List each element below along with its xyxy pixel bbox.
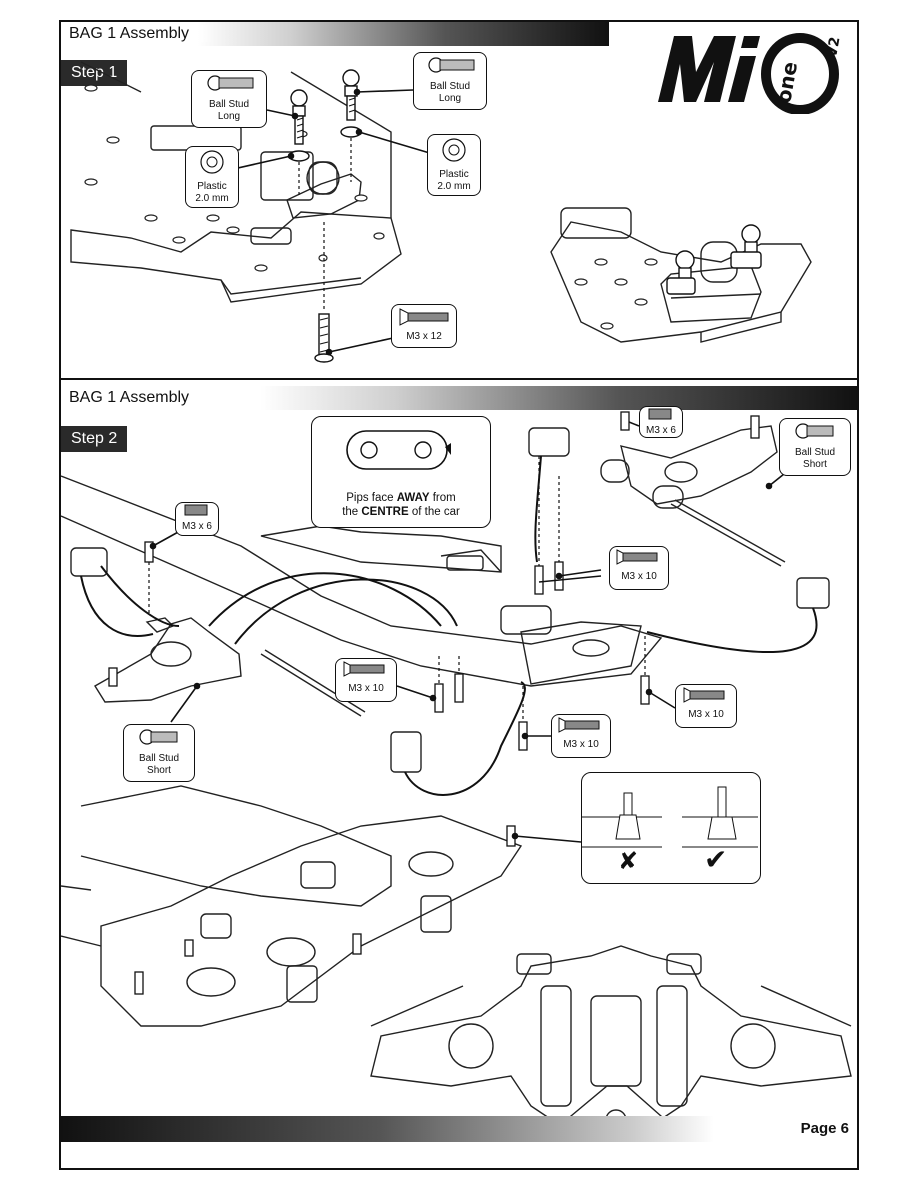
plastic-spacer-callout: Plastic 2.0 mm xyxy=(427,134,481,196)
callout-line: Short xyxy=(147,765,171,776)
callout-line: M3 x 10 xyxy=(688,709,724,720)
ball-stud-icon xyxy=(428,57,475,73)
screw-icon xyxy=(343,661,385,677)
screw-m3x10-callout: M3 x 10 xyxy=(551,714,611,758)
footer-bar xyxy=(61,1116,857,1142)
callout-line: Long xyxy=(217,111,241,122)
ball-stud-icon xyxy=(207,75,254,91)
right-check-icon: ✔ xyxy=(704,843,728,876)
note-text: of the car xyxy=(408,506,460,518)
callout-line: M3 x 10 xyxy=(563,739,599,750)
screw-icon xyxy=(399,308,449,326)
ball-stud-short-callout: Ball Stud Short xyxy=(779,418,851,476)
section-header: BAG 1 Assembly xyxy=(61,386,857,410)
page-number: Page 6 xyxy=(800,1120,849,1137)
ball-stud-long-callout: Ball Stud Long xyxy=(413,52,487,110)
note-bold: AWAY xyxy=(396,492,430,504)
callout-line: Ball Stud xyxy=(138,753,180,764)
screw-icon xyxy=(648,408,672,420)
step1-diagram xyxy=(70,61,812,363)
callout-line: Plastic xyxy=(439,169,469,180)
screw-m3x10-callout: M3 x 10 xyxy=(675,684,737,728)
step2-diagram xyxy=(61,411,852,1139)
callout-line: M3 x 12 xyxy=(406,331,442,342)
plastic-spacer-callout: Plastic 2.0 mm xyxy=(185,146,239,208)
ball-stud-icon xyxy=(139,729,178,745)
ball-stud-short-callout: Ball Stud Short xyxy=(123,724,195,782)
spacer-icon xyxy=(200,150,224,174)
step-label: Step 2 xyxy=(61,426,128,452)
screw-icon xyxy=(558,717,600,733)
section-divider xyxy=(59,378,859,380)
mi-one-logo: one V2 xyxy=(658,33,844,114)
step-label: Step 1 xyxy=(61,60,128,86)
section-header-text: BAG 1 Assembly xyxy=(69,25,214,42)
screw-icon xyxy=(683,687,725,703)
step1-section: BAG 1 Assembly Step 1 xyxy=(61,22,857,378)
step2-section: BAG 1 Assembly Step 2 xyxy=(61,386,857,1142)
callout-line: Ball Stud xyxy=(794,447,836,458)
screw-m3x12-callout: M3 x 12 xyxy=(391,304,457,348)
note-text: the xyxy=(342,506,362,518)
section-header: BAG 1 Assembly xyxy=(61,22,609,46)
section-header-text: BAG 1 Assembly xyxy=(69,389,214,406)
pips-note-callout: Pips face AWAY from the CENTRE of the ca… xyxy=(311,416,491,528)
callout-line: 2.0 mm xyxy=(195,193,229,204)
screw-icon xyxy=(184,504,208,516)
callout-line: Short xyxy=(803,459,827,470)
screw-m3x10-callout: M3 x 10 xyxy=(609,546,669,590)
screw-m3x6-callout: M3 x 6 xyxy=(175,502,219,536)
callout-line: 2.0 mm xyxy=(437,181,471,192)
stud-orientation-detail: ✘ ✔ xyxy=(581,772,761,884)
callout-line: M3 x 6 xyxy=(645,425,676,436)
mount-block-icon xyxy=(346,430,451,470)
logo-version-text: V2 xyxy=(824,36,843,59)
pips-note-text: Pips face AWAY from the CENTRE of the ca… xyxy=(312,491,490,519)
stud-orientation-drawing xyxy=(582,786,758,848)
spacer-icon xyxy=(442,138,466,162)
ball-stud-icon xyxy=(795,423,834,439)
note-bold: CENTRE xyxy=(361,506,409,518)
callout-line: Plastic xyxy=(197,181,227,192)
note-text: from xyxy=(429,492,456,504)
callout-line: Ball Stud xyxy=(208,99,250,110)
callout-line: M3 x 10 xyxy=(348,683,384,694)
screw-m3x10-callout: M3 x 10 xyxy=(335,658,397,702)
screw-m3x6-callout: M3 x 6 xyxy=(639,406,683,438)
screw-icon xyxy=(616,549,658,565)
callout-line: M3 x 6 xyxy=(181,521,212,532)
wrong-cross-icon: ✘ xyxy=(618,847,639,875)
callout-line: M3 x 10 xyxy=(621,571,657,582)
ball-stud-long-callout: Ball Stud Long xyxy=(191,70,267,128)
page-frame xyxy=(59,20,859,1170)
callout-line: Ball Stud xyxy=(429,81,471,92)
note-text: Pips face xyxy=(346,492,397,504)
callout-line: Long xyxy=(438,93,462,104)
